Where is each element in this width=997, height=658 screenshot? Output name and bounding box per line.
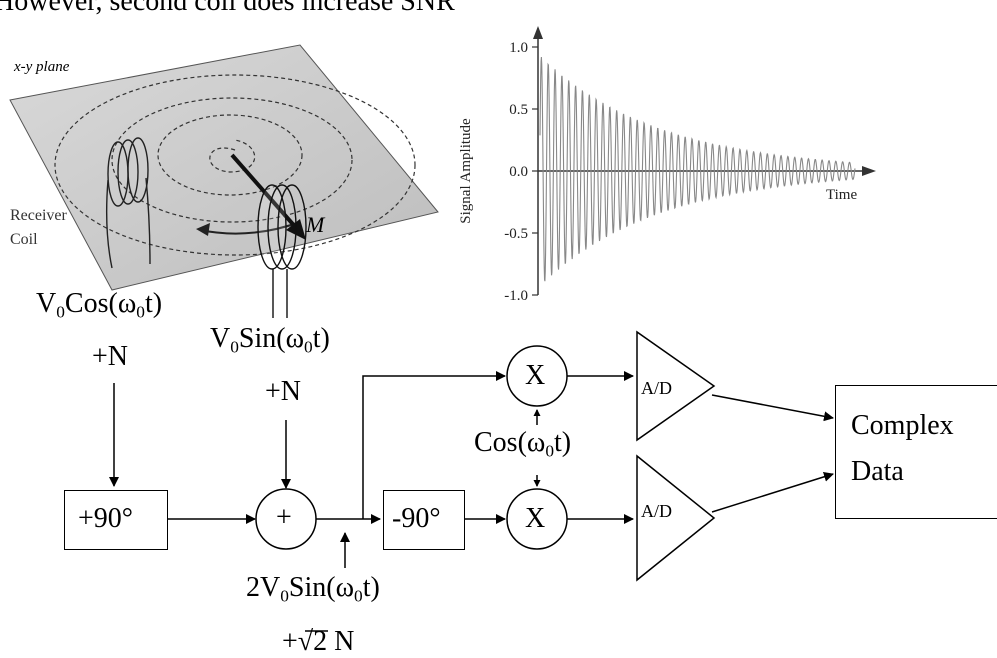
y-tick-label: 1.0 xyxy=(509,40,528,56)
mixer-top xyxy=(506,345,568,407)
wire-adc-bottom-to-output xyxy=(711,471,834,513)
y-tick-label: -1.0 xyxy=(504,288,528,304)
xy-plane xyxy=(9,44,439,291)
phase-plus-90-label: +90° xyxy=(78,503,133,534)
y-axis-arrowhead xyxy=(533,26,543,39)
coil-illustration xyxy=(9,44,439,318)
second-coil-loop-3 xyxy=(277,184,307,270)
sum-output-label: 2V0Sin(ω0t) xyxy=(246,572,380,606)
second-coil-loop-1 xyxy=(257,184,287,270)
summing-junction xyxy=(255,488,317,550)
receiver-coil-lead-2 xyxy=(145,177,151,265)
sum-noise-label: +√2 N xyxy=(282,626,355,657)
y-tick-label: 0.0 xyxy=(509,164,528,180)
receiver-label-line1: Receiver xyxy=(10,207,67,224)
x-axis-arrowhead xyxy=(862,166,876,176)
sin-signal-label: V0Sin(ω0t) xyxy=(210,323,330,357)
slide-heading: However, second coil does increase SNR xyxy=(0,0,455,17)
receiver-coil-lead-1 xyxy=(105,179,113,269)
mixer-top-symbol: X xyxy=(525,360,546,391)
adc-bottom-label: A/D xyxy=(641,501,672,521)
sum-symbol: + xyxy=(276,502,292,533)
wire-branch-to-mixer-top xyxy=(362,371,506,519)
magnetization-label: M xyxy=(306,212,325,237)
spiral-ring-middle xyxy=(111,97,353,223)
receiver-coil-loop-3 xyxy=(127,137,149,203)
precession-arrowhead xyxy=(196,223,210,236)
magnetization-vector xyxy=(230,153,300,232)
noise-label-cos: +N xyxy=(92,341,129,372)
precession-arrow xyxy=(199,221,301,235)
output-label-line2: Data xyxy=(851,456,904,487)
y-tick-label: 0.5 xyxy=(509,102,528,118)
spiral-ring-outer xyxy=(54,74,416,256)
second-coil-loop-2 xyxy=(267,184,297,270)
x-axis-title: Time xyxy=(826,187,857,203)
output-label-line1: Complex xyxy=(851,410,954,441)
noise-label-sin: +N xyxy=(265,376,302,407)
mixer-bottom-symbol: X xyxy=(525,503,546,534)
y-axis-title: Signal Amplitude xyxy=(458,118,474,224)
phase-shift-minus-90 xyxy=(383,490,465,550)
wire-adc-top-to-output xyxy=(711,394,834,422)
fid-signal-line xyxy=(539,57,856,282)
spiral-ring-inner xyxy=(157,114,303,196)
adc-top-label: A/D xyxy=(641,378,672,398)
complex-data-output xyxy=(835,385,997,519)
reference-cos-label: Cos(ω0t) xyxy=(474,427,572,461)
phase-shift-plus-90 xyxy=(64,490,168,550)
mixer-bottom xyxy=(506,488,568,550)
xy-plane-label: x-y plane xyxy=(14,59,70,75)
y-tick-label: -0.5 xyxy=(504,226,528,242)
cos-signal-label: V0Cos(ω0t) xyxy=(36,288,163,322)
receiver-label-line2: Coil xyxy=(10,231,38,248)
adc-bottom xyxy=(636,454,716,582)
adc-top xyxy=(636,330,716,442)
spiral-center xyxy=(209,139,256,173)
phase-minus-90-label: -90° xyxy=(392,503,441,534)
receiver-coil-loop-2 xyxy=(117,139,139,205)
